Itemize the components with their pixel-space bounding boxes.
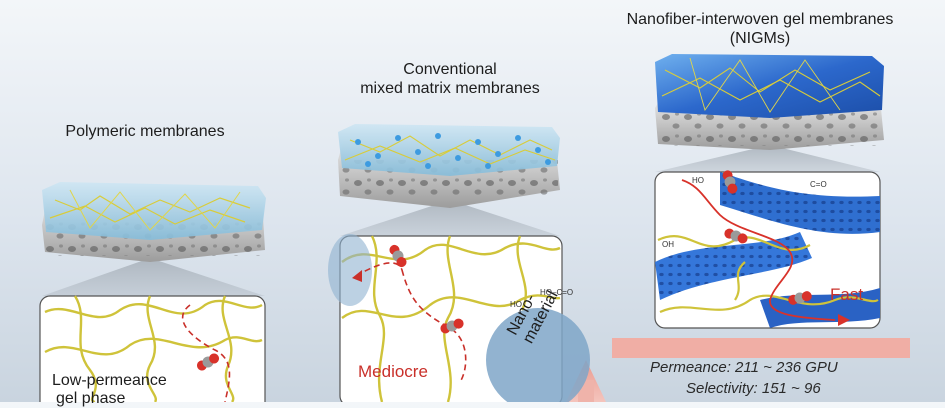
polymeric-membrane [42, 182, 266, 296]
nigm-membrane [655, 54, 884, 172]
nigm-title: Nanofiber-interwoven gel membranes (NIGM… [626, 11, 894, 47]
mmm-membrane [338, 124, 560, 236]
hydroxyl-label-nigm: HO [692, 176, 704, 185]
low-permeance-label: Low-permeance gel phase [52, 372, 167, 407]
carbonyl-label-nigm: C=O [810, 180, 827, 189]
carboxyl-label-mmm: HO–C=O [540, 288, 574, 297]
fast-label: Fast [830, 285, 864, 304]
selectivity-text: Selectivity: 151 ~ 96 [686, 380, 821, 397]
zoom-panel-nigm [654, 170, 881, 329]
performance-arrow [566, 338, 910, 402]
zoom-panel-mmm [328, 234, 590, 402]
permeance-text: Permeance: 211 ~ 236 GPU [650, 359, 838, 376]
zoom-panel-polymeric [39, 295, 266, 402]
hydroxyl-label-nigm-2: OH [662, 240, 674, 249]
mmm-title: Conventional mixed matrix membranes [360, 61, 540, 97]
polymeric-title: Polymeric membranes [65, 123, 225, 140]
mediocre-label: Mediocre [358, 362, 428, 381]
hydroxyl-label-mmm: HO [510, 300, 522, 309]
